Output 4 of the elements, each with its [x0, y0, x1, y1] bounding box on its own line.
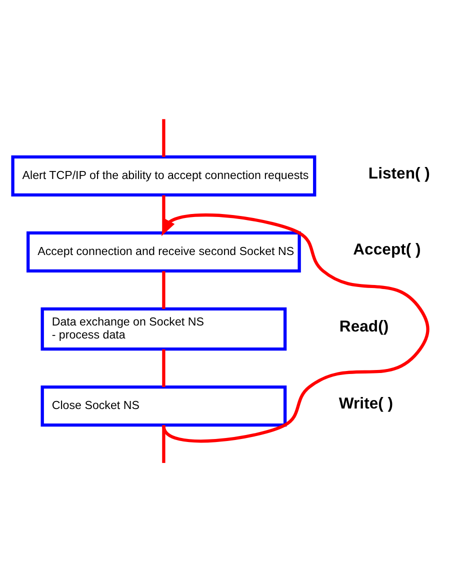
label: Accept( )	[353, 241, 421, 258]
label: Write( )	[338, 395, 394, 412]
label: Read()	[339, 318, 389, 336]
label: Listen( )	[368, 165, 430, 182]
